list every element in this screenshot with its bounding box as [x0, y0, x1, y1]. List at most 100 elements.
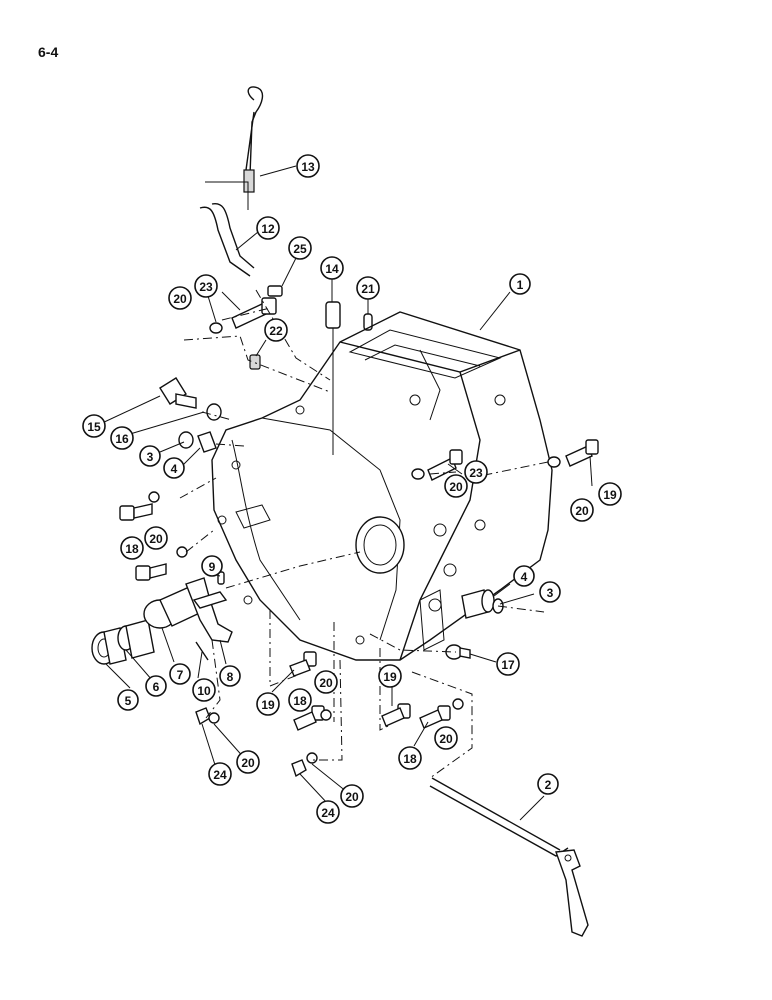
callout-circle: [201, 555, 223, 577]
callout-label: 14: [325, 262, 339, 276]
callout-circle: [570, 498, 594, 522]
callout-label: 19: [603, 488, 617, 502]
callout-label: 21: [361, 282, 375, 296]
nut: [267, 285, 283, 297]
callout-label: 12: [261, 222, 275, 236]
callout-label: 22: [269, 324, 283, 338]
seal-left: [178, 431, 217, 453]
callout-circle: [120, 536, 144, 560]
shift-rod: [429, 777, 589, 937]
callout-label: 16: [115, 432, 129, 446]
bolts-left: [119, 491, 188, 581]
callout-label: 23: [199, 280, 213, 294]
callout-circle: [444, 474, 468, 498]
callout-24: 24: [208, 762, 232, 786]
callout-label: 23: [469, 466, 483, 480]
callout-circle: [194, 274, 218, 298]
callout-circle: [340, 784, 364, 808]
callout-circle: [378, 664, 402, 688]
callout-circle: [496, 652, 520, 676]
callout-circle: [513, 565, 535, 587]
callout-9: 9: [201, 555, 223, 577]
callout-label: 9: [209, 560, 216, 574]
bolt-upper: [209, 297, 277, 334]
callout-17: 17: [496, 652, 520, 676]
callout-19: 19: [598, 482, 622, 506]
dipstick: [243, 86, 264, 193]
callout-label: 4: [171, 462, 178, 476]
callout-circle: [320, 256, 344, 280]
shift-shaft-assembly: [91, 571, 233, 665]
callout-circle: [110, 426, 134, 450]
callout-1: 1: [509, 273, 531, 295]
callout-circle: [236, 750, 260, 774]
callout-circle: [145, 675, 167, 697]
callout-label: 20: [345, 790, 359, 804]
callout-circle: [464, 460, 488, 484]
callout-circle: [139, 445, 161, 467]
callout-20: 20: [444, 474, 468, 498]
callout-label: 8: [227, 670, 234, 684]
callout-label: 1: [517, 278, 524, 292]
callout-label: 5: [125, 694, 132, 708]
callout-circle: [256, 692, 280, 716]
bolt-right: [411, 449, 463, 481]
callout-20: 20: [168, 286, 192, 310]
callout-label: 20: [319, 676, 333, 690]
callout-16: 16: [110, 426, 134, 450]
callout-18: 18: [398, 746, 422, 770]
callout-25: 25: [288, 236, 312, 260]
callout-19: 19: [256, 692, 280, 716]
callout-circle: [316, 800, 340, 824]
callout-label: 18: [125, 542, 139, 556]
callout-4: 4: [513, 565, 535, 587]
callout-circle: [264, 318, 288, 342]
callout-20: 20: [434, 726, 458, 750]
callout-circle: [398, 746, 422, 770]
callout-circle: [117, 689, 139, 711]
callout-3: 3: [539, 581, 561, 603]
callout-23: 23: [194, 274, 218, 298]
callout-circle: [144, 526, 168, 550]
callout-label: 2: [545, 778, 552, 792]
callout-label: 24: [321, 806, 335, 820]
callout-label: 19: [261, 698, 275, 712]
callout-circle: [208, 762, 232, 786]
callout-circle: [288, 688, 312, 712]
callout-circle: [434, 726, 458, 750]
dipstick-tube: [199, 181, 255, 277]
callout-circle: [256, 216, 280, 240]
callout-label: 20: [149, 532, 163, 546]
bolts-lower: [195, 651, 464, 778]
callout-circle: [296, 154, 320, 178]
callout-label: 20: [439, 732, 453, 746]
callout-20: 20: [314, 670, 338, 694]
callout-label: 24: [213, 768, 227, 782]
callout-circle: [168, 286, 192, 310]
callout-label: 20: [241, 756, 255, 770]
callout-13: 13: [296, 154, 320, 178]
page-number: 6-4: [38, 44, 59, 60]
callout-24: 24: [316, 800, 340, 824]
callout-20: 20: [570, 498, 594, 522]
callout-23: 23: [464, 460, 488, 484]
callout-label: 13: [301, 160, 315, 174]
transmission-housing: [211, 311, 553, 661]
callout-label: 3: [547, 586, 554, 600]
callout-12: 12: [256, 216, 280, 240]
callout-2: 2: [537, 773, 559, 795]
callout-19: 19: [378, 664, 402, 688]
callout-18: 18: [288, 688, 312, 712]
fitting: [249, 354, 261, 370]
callout-label: 7: [177, 668, 184, 682]
callout-label: 10: [197, 684, 211, 698]
callout-label: 20: [173, 292, 187, 306]
callout-circle: [537, 773, 559, 795]
callout-22: 22: [264, 318, 288, 342]
callout-circle: [356, 276, 380, 300]
callout-leaders: [99, 165, 593, 821]
callout-18: 18: [120, 536, 144, 560]
callout-7: 7: [169, 663, 191, 685]
callout-8: 8: [219, 665, 241, 687]
